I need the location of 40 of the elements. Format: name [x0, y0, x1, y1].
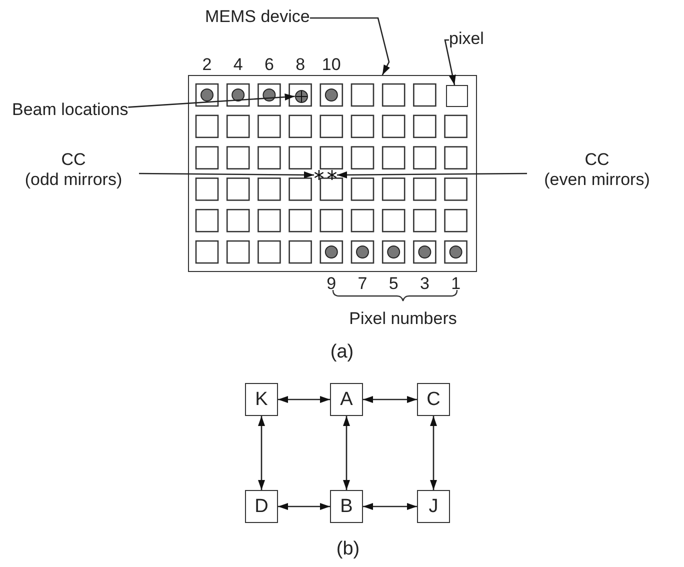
asterisk-mark	[314, 170, 324, 180]
arrow	[139, 171, 314, 178]
double-arrow	[363, 396, 417, 403]
node-box: A	[330, 383, 363, 416]
panel-label: (b)	[336, 538, 360, 562]
double-arrow	[363, 503, 417, 510]
callout-text: CC (odd mirrors)	[8, 150, 139, 196]
double-arrow	[430, 416, 437, 490]
node-box: B	[330, 490, 363, 523]
leader-line	[128, 94, 295, 108]
pixel-number: 1	[451, 274, 461, 294]
pixel-number: 4	[233, 54, 243, 76]
leader-line	[444, 39, 456, 86]
pixel-number: 8	[296, 54, 306, 76]
axis-caption: Pixel numbers	[349, 308, 457, 330]
pixel-number: 2	[202, 54, 212, 76]
leader-line	[310, 17, 390, 76]
callout-text: pixel	[449, 29, 484, 51]
pixel-number: 9	[326, 274, 336, 294]
node-box: C	[417, 383, 450, 416]
pixel-number: 10	[322, 54, 341, 76]
pixel-number: 5	[388, 274, 398, 294]
arrow	[337, 171, 527, 178]
double-arrow	[258, 416, 265, 490]
callout-text: MEMS device	[205, 7, 310, 29]
double-arrow	[278, 503, 330, 510]
callout-text: Beam locations	[12, 100, 128, 122]
pixel-number: 3	[420, 274, 430, 294]
double-arrow	[278, 396, 330, 403]
asterisk-mark	[327, 170, 337, 180]
callout-text: CC (even mirrors)	[527, 150, 667, 196]
node-box: D	[245, 490, 278, 523]
pixel-number: 7	[358, 274, 368, 294]
pixel-square	[446, 85, 468, 107]
beam-spot	[294, 90, 308, 102]
panel-label: (a)	[330, 342, 354, 364]
node-box: K	[245, 383, 278, 416]
double-arrow	[343, 416, 350, 490]
node-box: J	[417, 490, 450, 523]
pixel-number: 6	[264, 54, 274, 76]
